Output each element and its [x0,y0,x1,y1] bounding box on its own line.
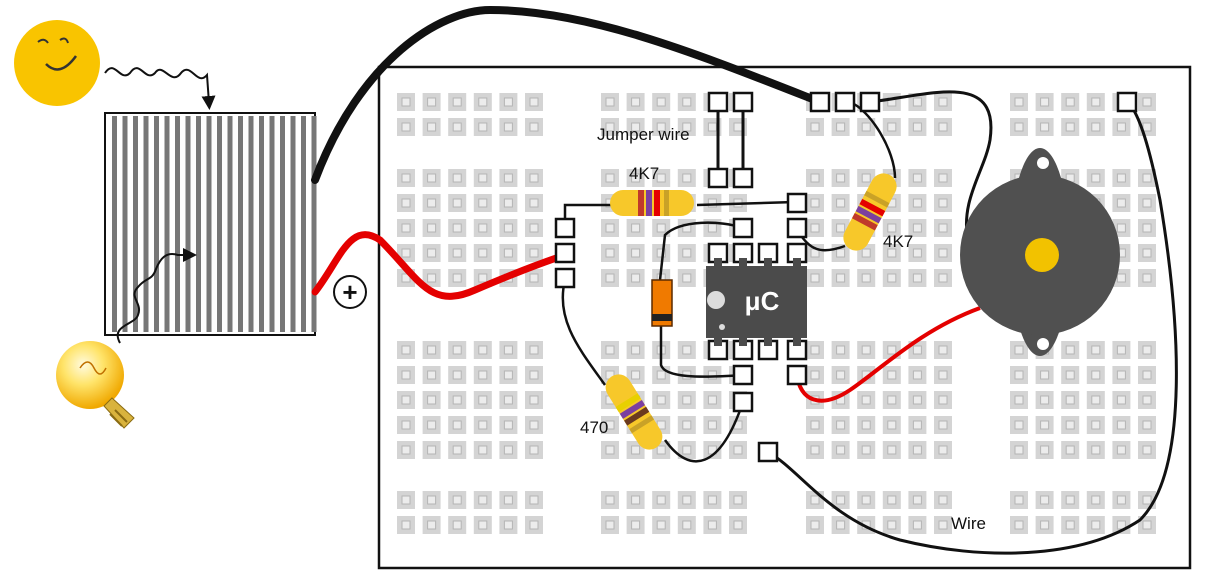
long-black-wire [767,100,1178,555]
lamp-light-ray-arrow [116,248,197,344]
positive-terminal-symbol: + [333,275,367,309]
thick-red-wire [311,231,569,300]
piezo-buzzer [960,148,1120,356]
resistor-bottom-upper-lead-wire [561,279,607,386]
resistor-top-label: 4K7 [629,164,659,183]
sunlight-ray-arrow [104,67,216,110]
diode [651,279,673,327]
wire-label: Wire [951,514,986,533]
resistor-bottom-label: 470 [580,418,608,437]
resistor-right-label: 4K7 [883,232,913,251]
resistor-bottom [605,374,663,450]
microcontroller-chip: μC [706,258,807,346]
microcontroller-label: μC [745,286,780,316]
resistor-right [843,173,897,251]
resistor-top [610,190,694,216]
buzzer-black-wire [869,90,993,241]
thick-black-wire [311,5,824,184]
component-pins [554,91,1138,463]
resistor-bottom-lower-lead-wire [663,401,745,463]
resistor-top-right-lead-wire [696,200,796,207]
solar-panel-icon [104,112,317,336]
resistor-right-upper-lead-wire [849,100,897,179]
diode-bottom-lead-wire [659,325,744,378]
light-bulb-icon [56,341,135,429]
svg-text:+: + [342,277,357,307]
jumper-wire-label: Jumper wire [597,125,690,144]
buzzer-red-wire [795,306,981,403]
smiling-sun-icon [14,20,100,106]
